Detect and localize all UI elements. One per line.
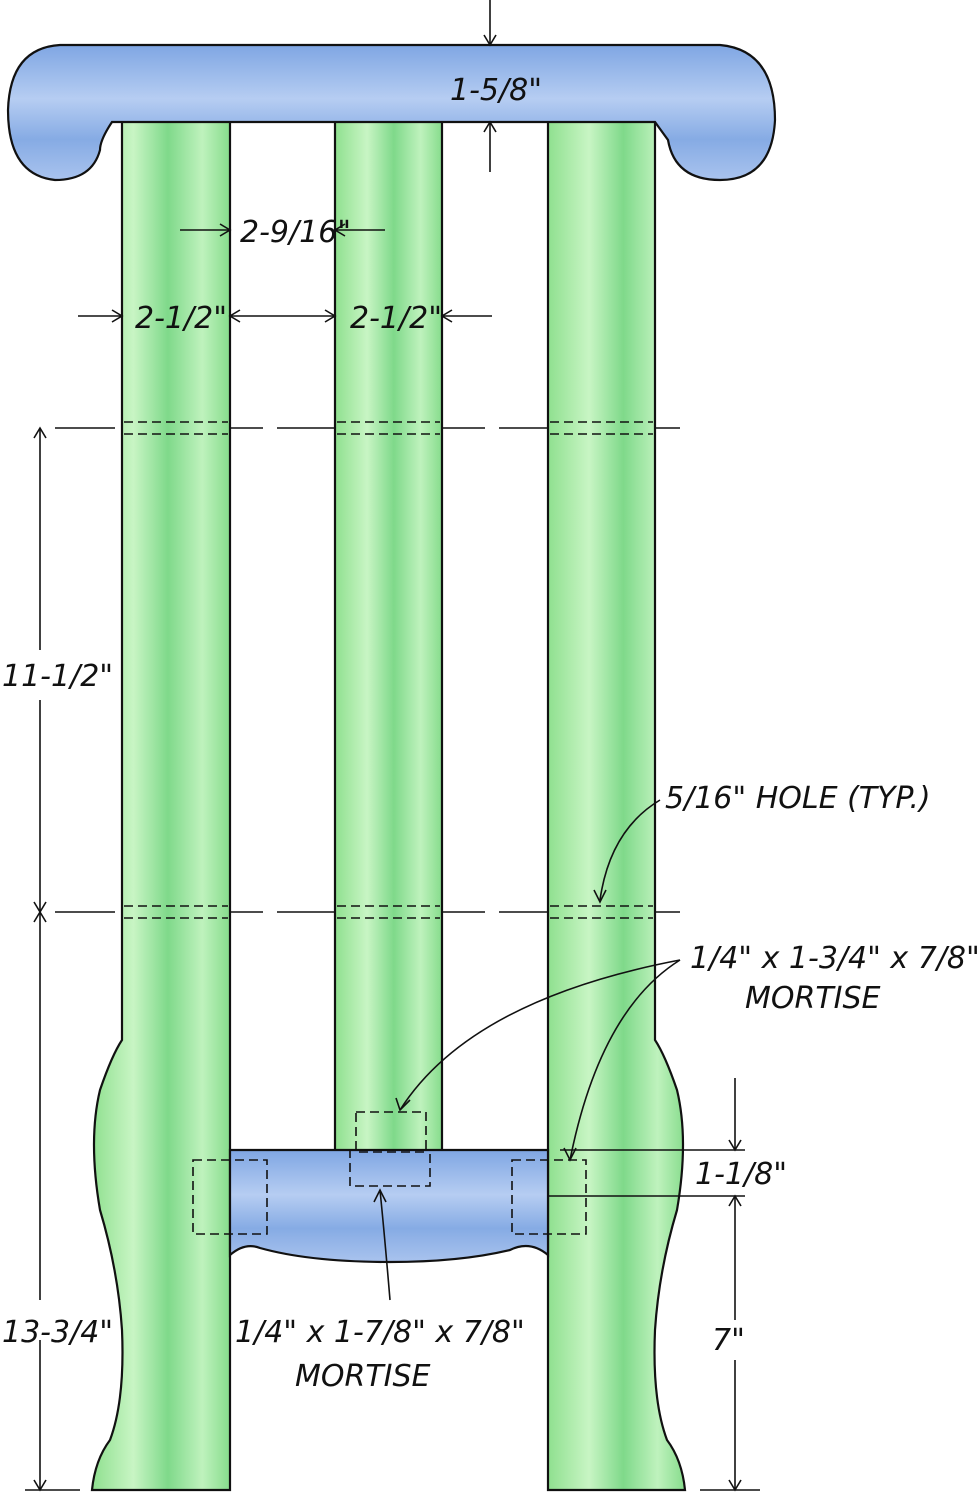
mortise-outlines	[192, 1111, 587, 1235]
slat-gap-label: 2-9/16"	[240, 215, 351, 250]
right-leg	[546, 118, 687, 1492]
slat-width-label: 2-1/2"	[350, 301, 442, 336]
bottom-rail	[228, 1148, 550, 1264]
bottom-rail-thickness-label: 1-1/8"	[695, 1157, 787, 1192]
lower-mortise-size: 1/4" x 1-7/8" x 7/8"	[235, 1315, 525, 1350]
hole-spacing-label: 11-1/2"	[2, 659, 113, 694]
leader-lines	[373, 799, 681, 1301]
left-leg	[90, 118, 232, 1492]
hole-note: 5/16" HOLE (TYP.)	[665, 781, 931, 816]
dimension-lines	[25, 0, 760, 1492]
top-rail-thickness-label: 1-5/8"	[450, 73, 542, 108]
hole-hidden-lines	[124, 421, 653, 919]
upper-mortise-size: 1/4" x 1-3/4" x 7/8"	[690, 941, 979, 976]
bottom-rail-height-label: 7"	[712, 1323, 745, 1358]
leg-width-label: 2-1/2"	[135, 301, 227, 336]
lower-mortise-label: MORTISE	[295, 1359, 431, 1394]
upper-mortise-label: MORTISE	[745, 981, 881, 1016]
center-slat	[333, 118, 444, 1154]
top-rail	[6, 43, 777, 182]
lower-height-label: 13-3/4"	[2, 1315, 113, 1350]
